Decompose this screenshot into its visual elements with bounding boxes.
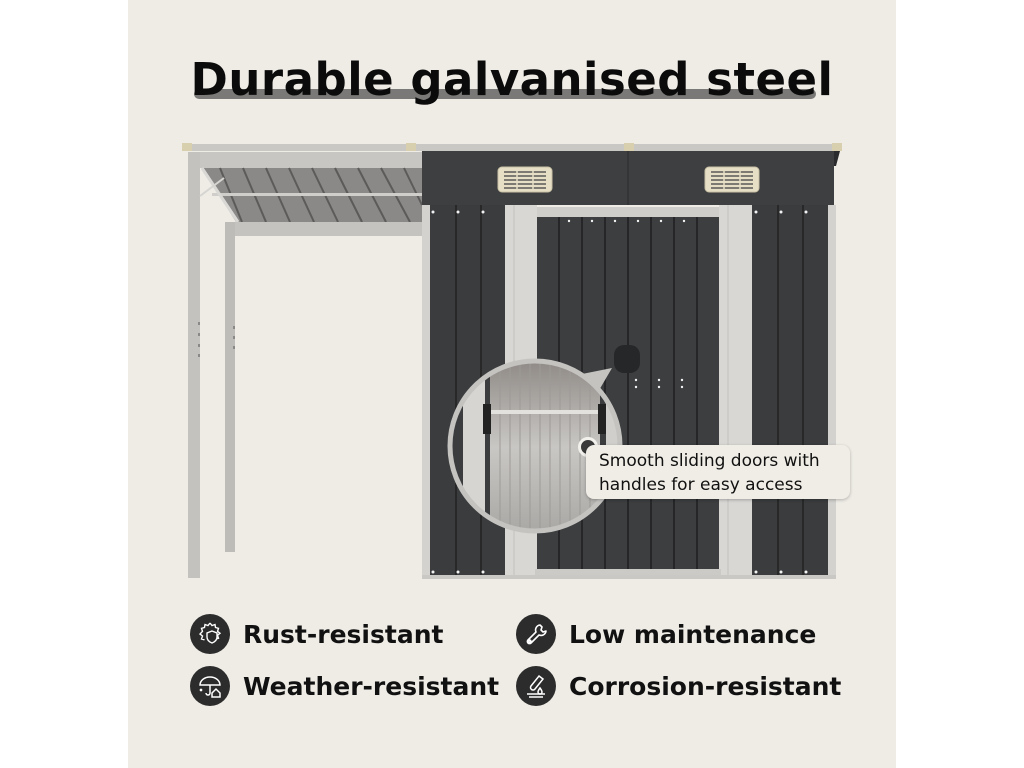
feature-label: Corrosion-resistant (569, 671, 842, 701)
title-underline (194, 89, 816, 99)
feature-label: Weather-resistant (243, 671, 500, 701)
feature-rust-resistant: Rust-resistant (190, 612, 443, 656)
umbrella-house-icon (190, 666, 230, 706)
page-title: Durable galvanised steel (190, 53, 834, 106)
callout-line-2: handles for easy access (599, 475, 803, 495)
callout-line-1: Smooth sliding doors with (599, 451, 820, 471)
feature-list: Rust-resistant Low maintenance Weather (190, 612, 850, 732)
feature-label: Low maintenance (569, 619, 817, 649)
wrench-icon (516, 614, 556, 654)
title-block: Durable galvanised steel (128, 52, 896, 112)
feature-label: Rust-resistant (243, 619, 444, 649)
feature-low-maintenance: Low maintenance (516, 612, 816, 656)
feature-corrosion-resistant: Corrosion-resistant (516, 664, 841, 708)
test-tube-drop-icon (516, 666, 556, 706)
product-image: Durable galvanised steel (128, 0, 896, 768)
sliding-doors-callout: Smooth sliding doors with handles for ea… (586, 445, 850, 499)
gear-shield-icon (190, 614, 230, 654)
shed-illustration (182, 143, 842, 579)
callout-text: Smooth sliding doors with handles for ea… (599, 449, 820, 497)
feature-weather-resistant: Weather-resistant (190, 664, 499, 708)
